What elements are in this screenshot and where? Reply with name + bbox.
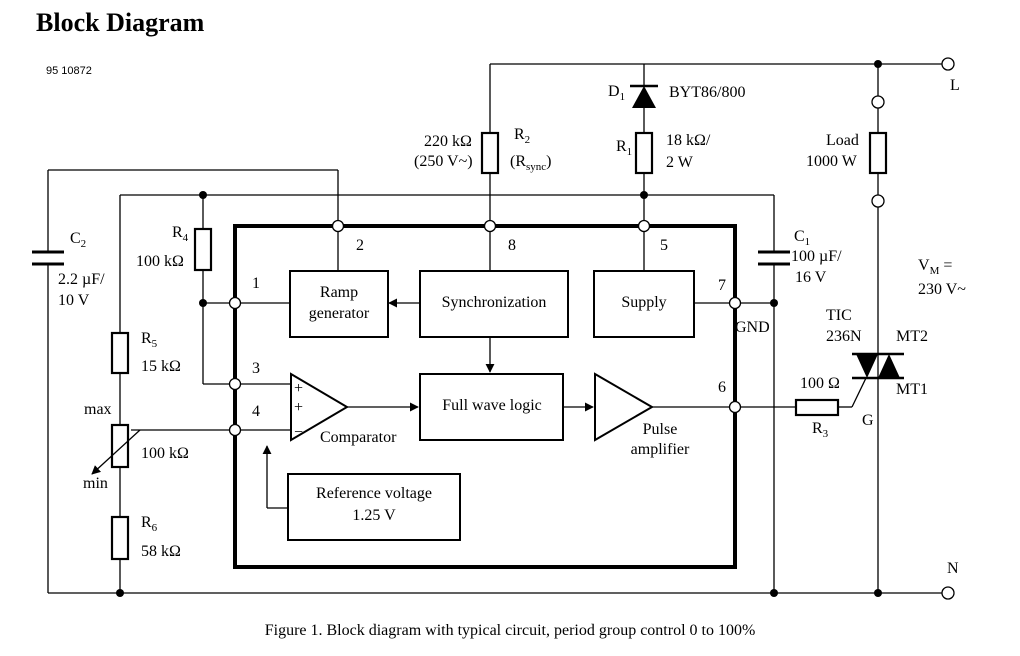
reference-voltage-label-2: 1.25 V <box>352 507 396 524</box>
r3-value: 100 Ω <box>800 375 840 392</box>
reference-voltage-label-1: Reference voltage <box>316 485 432 502</box>
svg-text:(Rsync): (Rsync) <box>510 153 552 173</box>
vm-value: 230 V~ <box>918 281 966 298</box>
pin-1-label: 1 <box>252 275 260 292</box>
triac-mt2: MT2 <box>896 328 928 345</box>
synchronization-block: Synchronization <box>419 270 569 338</box>
ramp-generator-label-2: generator <box>309 305 370 322</box>
svg-text:R3: R3 <box>812 420 829 440</box>
figure-caption: Figure 1. Block diagram with typical cir… <box>264 622 756 639</box>
svg-text:R4: R4 <box>172 224 189 244</box>
pin-4-label: 4 <box>252 403 260 420</box>
triac-part-2: 236N <box>826 328 862 345</box>
diode-d1: D1 BYT86/800 <box>608 83 745 108</box>
pin-5-label: 5 <box>660 237 668 254</box>
gnd-label: GND <box>735 319 770 336</box>
triac: TIC 236N MT2 MT1 G <box>826 307 928 429</box>
comparator-plus-2: + <box>294 399 303 416</box>
c2-value-1: 2.2 µF/ <box>58 271 105 288</box>
resistor-r5: R5 15 kΩ <box>110 330 181 375</box>
c1-value-1: 100 µF/ <box>791 248 842 265</box>
reference-voltage-block: Reference voltage 1.25 V <box>287 473 461 541</box>
resistor-r4: R4 100 kΩ <box>136 224 213 272</box>
mains-voltage-label: VM = 230 V~ <box>918 257 966 298</box>
pulse-amplifier: Pulse amplifier <box>594 372 690 458</box>
ramp-generator-block: Ramp generator <box>289 270 389 338</box>
pin-7-label: 7 <box>718 277 726 294</box>
pins: 2 8 5 1 3 4 7 6 GND <box>228 219 770 437</box>
pot-min-label: min <box>83 475 108 492</box>
load-label: Load <box>826 132 859 149</box>
terminal-l: L <box>941 57 960 94</box>
terminal-l-label: L <box>950 77 960 94</box>
full-wave-logic-block: Full wave logic <box>419 373 564 441</box>
d1-part: BYT86/800 <box>669 84 745 101</box>
pot-value: 100 kΩ <box>141 445 189 462</box>
svg-text:R5: R5 <box>141 330 158 350</box>
document-number: 95 10872 <box>46 65 92 77</box>
svg-text:C2: C2 <box>70 230 86 250</box>
capacitor-c2: C2 2.2 µF/ 10 V <box>32 230 105 309</box>
junction-dots <box>116 60 882 597</box>
resistor-r2: 220 kΩ (250 V~) R2 (Rsync) <box>414 126 552 175</box>
load-value: 1000 W <box>806 153 858 170</box>
pin-3-label: 3 <box>252 360 260 377</box>
comparator-minus: − <box>294 424 303 441</box>
pulse-amplifier-label-1: Pulse <box>643 421 678 438</box>
page-title: Block Diagram <box>36 8 205 37</box>
pin-6-label: 6 <box>718 379 726 396</box>
terminal-n: N <box>941 560 959 600</box>
triac-part-1: TIC <box>826 307 852 324</box>
terminal-n-label: N <box>947 560 959 577</box>
triac-mt1: MT1 <box>896 381 928 398</box>
wires <box>47 63 943 594</box>
supply-block: Supply <box>593 270 695 338</box>
svg-text:R2: R2 <box>514 126 530 146</box>
pin-2-label: 2 <box>356 237 364 254</box>
resistor-r3: 100 Ω R3 <box>794 375 840 440</box>
r4-value: 100 kΩ <box>136 253 184 270</box>
r1-value-1: 18 kΩ/ <box>666 132 711 149</box>
comparator-label: Comparator <box>320 429 397 446</box>
pin-8-label: 8 <box>508 237 516 254</box>
r2-value-2: (250 V~) <box>414 153 473 170</box>
potentiometer: max min 100 kΩ <box>83 401 189 492</box>
resistor-r1: R1 18 kΩ/ 2 W <box>616 131 711 175</box>
pot-max-label: max <box>84 401 112 418</box>
svg-text:R6: R6 <box>141 514 158 534</box>
r1-value-2: 2 W <box>666 154 694 171</box>
triac-gate: G <box>862 412 874 429</box>
r5-value: 15 kΩ <box>141 358 181 375</box>
synchronization-label: Synchronization <box>442 294 547 311</box>
comparator-plus-1: + <box>294 380 303 397</box>
r2-value-1: 220 kΩ <box>424 133 472 150</box>
full-wave-logic-label: Full wave logic <box>442 397 542 414</box>
supply-label: Supply <box>621 294 666 311</box>
resistor-r6: R6 58 kΩ <box>110 514 181 561</box>
c1-value-2: 16 V <box>795 269 827 286</box>
load-resistor: Load 1000 W <box>806 95 888 208</box>
c2-value-2: 10 V <box>58 292 90 309</box>
svg-text:C1: C1 <box>794 228 810 248</box>
svg-text:D1: D1 <box>608 83 625 103</box>
svg-text:VM =: VM = <box>918 257 952 277</box>
comparator: + + − Comparator <box>290 372 397 446</box>
svg-text:R1: R1 <box>616 138 632 158</box>
ramp-generator-label-1: Ramp <box>320 284 358 301</box>
pulse-amplifier-label-2: amplifier <box>631 441 690 458</box>
r6-value: 58 kΩ <box>141 543 181 560</box>
capacitor-c1: C1 100 µF/ 16 V <box>758 228 842 286</box>
